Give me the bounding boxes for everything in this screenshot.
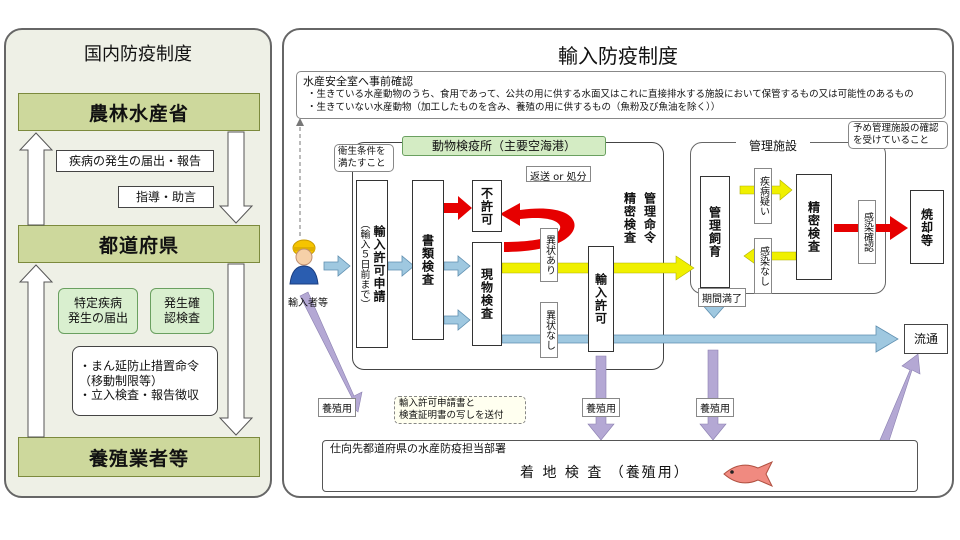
pre-check-dashed-head bbox=[296, 118, 304, 126]
no-abnormal-label: 異状なし bbox=[540, 302, 558, 358]
lilac-arrow-importer bbox=[299, 291, 363, 413]
domestic-title: 国内防疫制度 bbox=[84, 44, 192, 65]
document-check-box: 書類検査 bbox=[412, 180, 444, 340]
aquaculture-tag-3: 養殖用 bbox=[696, 398, 734, 417]
importer-label: 輸入者等 bbox=[288, 298, 328, 309]
lilac-arrow-facility bbox=[699, 349, 727, 441]
managed-rearing-box: 管理飼育 bbox=[700, 176, 730, 288]
aquaculture-tag-2: 養殖用 bbox=[582, 398, 620, 417]
guidance-box: 指導・助言 bbox=[118, 186, 214, 208]
prefecture-bar: 都道府県 bbox=[18, 225, 260, 263]
import-title: 輸入防疫制度 bbox=[558, 44, 678, 68]
not-permitted-box: 不許可 bbox=[472, 180, 502, 232]
arrow-importer-to-application bbox=[323, 255, 351, 277]
lilac-arrow-distribution bbox=[879, 353, 921, 445]
landing-inspection-label: 着 地 検 査 （養殖用） bbox=[520, 465, 690, 481]
pre-check-line1: ・生きている水産動物のうち、食用であって、公共の用に供する水面又はこれに直接排水… bbox=[307, 89, 914, 101]
management-order-box: 管理命令 bbox=[642, 192, 657, 244]
period-ended-label: 期間満了 bbox=[698, 288, 746, 307]
farmers-bar: 養殖業者等 bbox=[18, 437, 260, 477]
arrow-application-to-docs bbox=[387, 255, 415, 277]
confirm-inspection-box: 発生確 認検査 bbox=[150, 288, 214, 334]
quarantine-station-label: 動物検疫所（主要空海港） bbox=[402, 136, 606, 156]
up-arrow-left-top bbox=[18, 132, 54, 226]
report-box: 疾病の発生の届出・報告 bbox=[56, 150, 214, 172]
infection-confirmed-label: 感染確認 bbox=[858, 200, 876, 264]
down-arrow-right-top bbox=[218, 131, 254, 224]
no-infection-label: 感染なし bbox=[754, 238, 772, 294]
blue-arrow-main bbox=[501, 325, 899, 353]
detail-inspection-2-box: 精密検査 bbox=[796, 174, 832, 280]
specific-disease-box: 特定疾病 発生の届出 bbox=[58, 288, 138, 334]
inspection-box: 現物検査 bbox=[472, 242, 502, 346]
incineration-box: 焼却等 bbox=[910, 190, 944, 264]
pre-check-title: 水産安全室へ事前確認 bbox=[303, 75, 413, 88]
landing-inspection-area bbox=[322, 440, 918, 492]
fish-icon bbox=[720, 460, 774, 488]
ministry-bar: 農林水産省 bbox=[18, 93, 260, 131]
down-arrow-right-bottom bbox=[218, 263, 254, 436]
importer-icon bbox=[286, 236, 322, 286]
distribution-box: 流通 bbox=[904, 324, 948, 354]
up-arrow-left-bottom bbox=[18, 264, 54, 438]
application-box: 輸入許可申請 （輸入５日前まで） bbox=[356, 180, 388, 348]
facility-note: 予め管理施設の確認 を受けていること bbox=[848, 121, 948, 149]
detail-inspection-1-box: 精密検査 bbox=[622, 192, 637, 244]
destination-dept-label: 仕向先都道府県の水産防疫担当部署 bbox=[330, 442, 506, 455]
measures-box: ・まん延防止措置命令 （移動制限等） ・立入検査・報告徴収 bbox=[72, 346, 218, 416]
red-loop-arrow bbox=[500, 203, 575, 252]
return-disposal-note: 返送 or 処分 bbox=[526, 166, 591, 183]
arrow-docs-to-inspection bbox=[443, 255, 471, 277]
send-note: 輸入許可申請書と 検査証明書の写しを送付 bbox=[394, 396, 526, 424]
sanitary-note: 衛生条件を 満たすこと bbox=[334, 144, 394, 172]
application-label: 輸入許可申請 bbox=[372, 225, 386, 303]
pre-check-line2: ・生きていない水産動物（加工したものを含み、養殖の用に供するもの（魚粉及び魚油を… bbox=[307, 101, 721, 113]
permit-box: 輸入許可 bbox=[588, 246, 614, 352]
application-sub: （輸入５日前まで） bbox=[358, 219, 369, 309]
arrow-docs-to-inspection-lower bbox=[443, 309, 471, 331]
arrow-to-not-permitted bbox=[444, 196, 472, 220]
suspected-label: 疾病疑い bbox=[754, 168, 772, 224]
abnormal-label: 異状あり bbox=[540, 228, 558, 282]
pre-check-note: 水産安全室へ事前確認 ・生きている水産動物のうち、食用であって、公共の用に供する… bbox=[296, 71, 946, 119]
facility-title: 管理施設 bbox=[736, 137, 810, 155]
aquaculture-tag-1: 養殖用 bbox=[318, 398, 356, 417]
